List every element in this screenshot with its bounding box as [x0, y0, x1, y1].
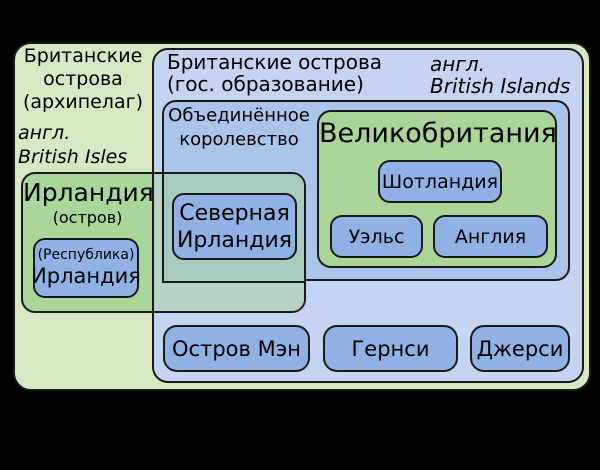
northern-ireland-line2: Ирландия [176, 227, 293, 253]
scotland-label: Шотландия [381, 170, 499, 193]
great-britain-box: Великобритания Шотландия Уэльс Англия [317, 110, 557, 268]
state-eng-prefix: англ. [430, 52, 485, 76]
state-title: Британские острова (гос. образование) [167, 51, 382, 95]
republic-of-ireland-box: (Республика) Ирландия [31, 238, 141, 298]
wales-label: Уэльс [348, 225, 405, 248]
northern-ireland-line1: Северная [179, 200, 290, 226]
england-label: Англия [454, 225, 527, 248]
northern-ireland-box: Северная Ирландия [172, 193, 297, 260]
great-britain-label: Великобритания [319, 118, 557, 149]
guernsey-box: Гернси [323, 325, 458, 372]
guernsey-label: Гернси [351, 336, 430, 361]
isle-of-man-label: Остров Мэн [172, 336, 301, 361]
uk-border-line-horizontal [162, 281, 304, 283]
archipelago-title-line3: (архипелаг) [22, 91, 143, 113]
uk-label-line2: королевство [179, 129, 299, 150]
state-eng-name: British Islands [430, 74, 571, 98]
jersey-box: Джерси [470, 325, 570, 372]
archipelago-eng-prefix: англ. [18, 122, 71, 144]
archipelago-title-line1: Британские [23, 45, 143, 67]
united-kingdom-label: Объединённое королевство [164, 104, 314, 152]
state-border-line [152, 174, 154, 311]
republic-label-line1: (Республика) [37, 247, 135, 263]
archipelago-title: Британские острова (архипелаг) [15, 45, 151, 114]
uk-border-line-vertical [162, 174, 164, 283]
republic-label-line2: Ирландия [31, 264, 141, 288]
england-box: Англия [433, 215, 548, 258]
scotland-box: Шотландия [378, 160, 502, 203]
archipelago-eng-name: British Isles [18, 146, 128, 168]
ireland-island-sublabel: (остров) [52, 208, 123, 227]
wales-box: Уэльс [330, 215, 423, 258]
jersey-label: Джерси [476, 336, 564, 361]
isle-of-man-box: Остров Мэн [163, 325, 310, 372]
state-title-line2: (гос. образование) [167, 72, 364, 96]
archipelago-title-line2: острова [43, 68, 123, 90]
uk-label-line1: Объединённое [168, 105, 310, 126]
state-title-line1: Британские острова [167, 50, 382, 74]
state-english-label: англ. British Islands [430, 53, 570, 97]
archipelago-english-label: англ. British Isles [18, 121, 127, 169]
ireland-island-title: Ирландия (остров) [23, 178, 154, 228]
ireland-island-label: Ирландия [23, 178, 154, 207]
